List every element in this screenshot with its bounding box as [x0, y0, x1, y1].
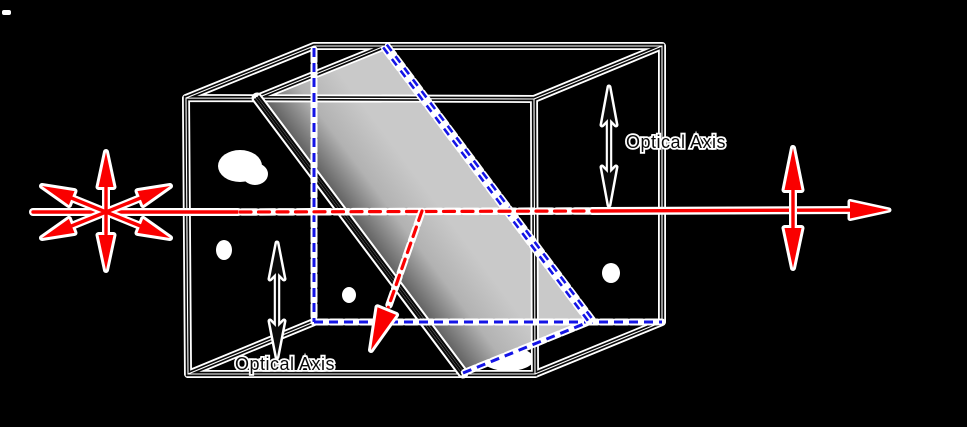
unpolarized-light-starburst [39, 149, 173, 273]
beamsplitter-cube-edges [186, 46, 662, 379]
internal-ray-dashed [236, 207, 596, 216]
optical-axis-label-left: Optical Axis [235, 354, 335, 374]
interface-front-diagonal [251, 92, 469, 379]
white-artifact-blobs [2, 10, 620, 371]
output-polarization-arrow [781, 145, 805, 271]
reflected-ray [368, 207, 426, 353]
interface-back-diagonal [380, 41, 596, 326]
optical-axis-arrow-right [599, 84, 619, 208]
output-ray [588, 199, 892, 221]
hidden-edges-blue-dashed [310, 41, 666, 377]
optical-axis-arrow-left [267, 240, 287, 360]
optical-axis-label-right: Optical Axis [626, 132, 726, 152]
